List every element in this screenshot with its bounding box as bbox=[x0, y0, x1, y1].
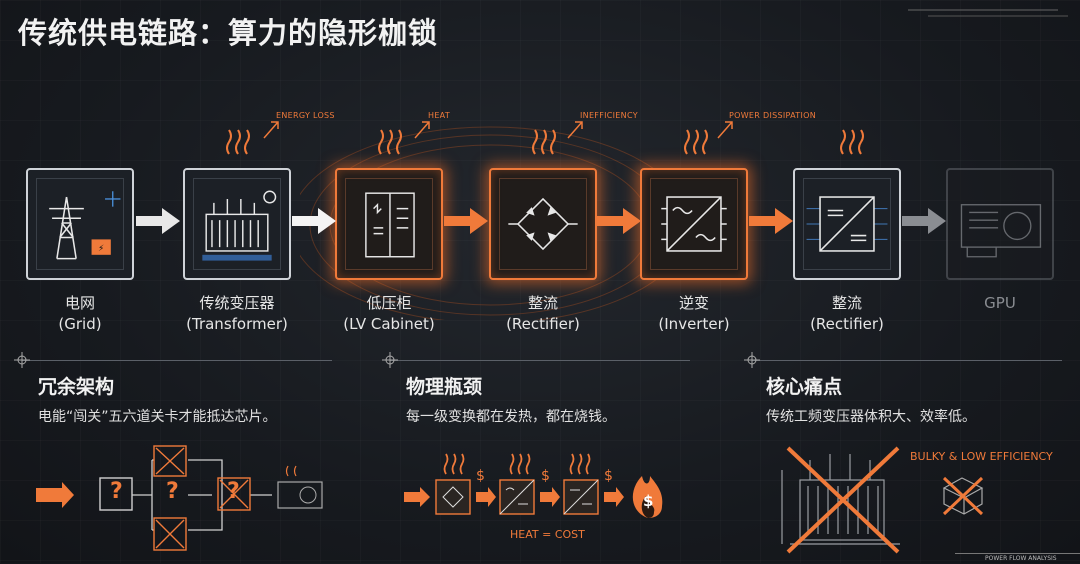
corner-decoration bbox=[908, 9, 1068, 17]
flow-arrow-3 bbox=[444, 208, 488, 234]
rectifier-icon bbox=[806, 196, 888, 252]
question-mark-2: ? bbox=[166, 479, 179, 504]
crosshair-icon bbox=[14, 352, 30, 368]
flow-arrow-1 bbox=[136, 208, 180, 234]
stage-label-gpu: GPU bbox=[984, 294, 1016, 312]
pointer-arrow-icon bbox=[414, 121, 430, 139]
crosshair-icon bbox=[382, 352, 398, 368]
annotation-energy-loss: ENERGY LOSS bbox=[276, 111, 335, 120]
bulky-transformer-diagram bbox=[781, 446, 900, 554]
stage-label-transformer: 传统变压器(Transformer) bbox=[186, 294, 288, 333]
section-subtitle-pain-point: 传统工频变压器体积大、效率低。 bbox=[766, 409, 976, 425]
question-mark-3: ? bbox=[227, 479, 240, 504]
dollar-sign-1: $ bbox=[476, 468, 485, 484]
flow-arrow-4 bbox=[597, 208, 641, 234]
redundancy-diagram bbox=[36, 445, 323, 551]
footer-tag: POWER FLOW ANALYSIS bbox=[985, 555, 1057, 562]
section-divider bbox=[752, 360, 1062, 361]
stage-rectifier-box bbox=[489, 168, 597, 280]
stage-rectifier-final-box bbox=[793, 168, 901, 280]
stage-grid-box: ⚡ bbox=[26, 168, 134, 280]
pointer-arrow-icon bbox=[567, 121, 583, 139]
section-divider bbox=[390, 360, 690, 361]
stage-label-lv-cabinet: 低压柜(LV Cabinet) bbox=[343, 294, 435, 333]
stage-label-rectifier-final: 整流(Rectifier) bbox=[810, 294, 884, 333]
heat-waves-icon bbox=[378, 129, 402, 155]
section-title-pain-point: 核心痛点 bbox=[766, 376, 843, 398]
stage-lv-cabinet-box bbox=[335, 168, 443, 280]
annotation-heat: HEAT bbox=[428, 111, 451, 120]
heat-waves-icon bbox=[532, 129, 556, 155]
dollar-sign-3: $ bbox=[604, 468, 613, 484]
annotation-inefficiency: INEFFICIENCY bbox=[580, 111, 638, 120]
transformer-icon bbox=[202, 190, 277, 261]
question-mark-1: ? bbox=[110, 479, 123, 504]
stage-inverter-box bbox=[640, 168, 748, 280]
heat-waves-icon bbox=[684, 129, 708, 155]
gpu-card-icon bbox=[960, 204, 1042, 258]
flow-arrow-6 bbox=[902, 208, 946, 234]
cabinet-icon bbox=[365, 192, 415, 258]
page-title: 传统供电链路：算力的隐形枷锁 bbox=[18, 16, 439, 50]
footer-tag-box: POWER FLOW ANALYSIS bbox=[955, 553, 1080, 564]
stage-transformer-box bbox=[183, 168, 291, 280]
section-subtitle-bottleneck: 每一级变换都在发热，都在烧钱。 bbox=[406, 409, 616, 425]
rectifier-bridge-icon bbox=[508, 197, 578, 251]
small-box-crossed-icon bbox=[942, 476, 984, 516]
annotation-power-dissipation: POWER DISSIPATION bbox=[729, 111, 817, 120]
dollar-sign-2: $ bbox=[541, 468, 550, 484]
pointer-arrow-icon bbox=[263, 121, 279, 139]
pointer-arrow-icon bbox=[717, 121, 733, 139]
dollar-sign-fire: $ bbox=[643, 492, 654, 510]
section-title-bottleneck: 物理瓶颈 bbox=[406, 376, 483, 398]
stage-gpu-box bbox=[946, 168, 1054, 280]
section-title-redundancy: 冗余架构 bbox=[38, 376, 115, 398]
heat-cost-caption: HEAT = COST bbox=[510, 528, 585, 541]
heat-waves-icon bbox=[226, 129, 250, 155]
section-subtitle-redundancy: 电能“闯关”五六道关卡才能抵达芯片。 bbox=[38, 409, 277, 425]
flow-arrow-2 bbox=[292, 208, 336, 234]
inverter-icon bbox=[661, 196, 727, 252]
heat-waves-icon bbox=[840, 129, 864, 155]
bulky-caption: BULKY & LOW EFFICIENCY bbox=[910, 450, 1053, 463]
heat-cost-diagram bbox=[404, 453, 663, 518]
power-tower-icon: ⚡ bbox=[49, 191, 121, 260]
section-divider bbox=[22, 360, 332, 361]
svg-text:⚡: ⚡ bbox=[98, 244, 104, 254]
stage-label-rectifier: 整流(Rectifier) bbox=[506, 294, 580, 333]
flow-arrow-5 bbox=[749, 208, 793, 234]
crosshair-icon bbox=[744, 352, 760, 368]
stage-label-grid: 电网(Grid) bbox=[58, 294, 102, 333]
stage-label-inverter: 逆变(Inverter) bbox=[658, 294, 730, 333]
